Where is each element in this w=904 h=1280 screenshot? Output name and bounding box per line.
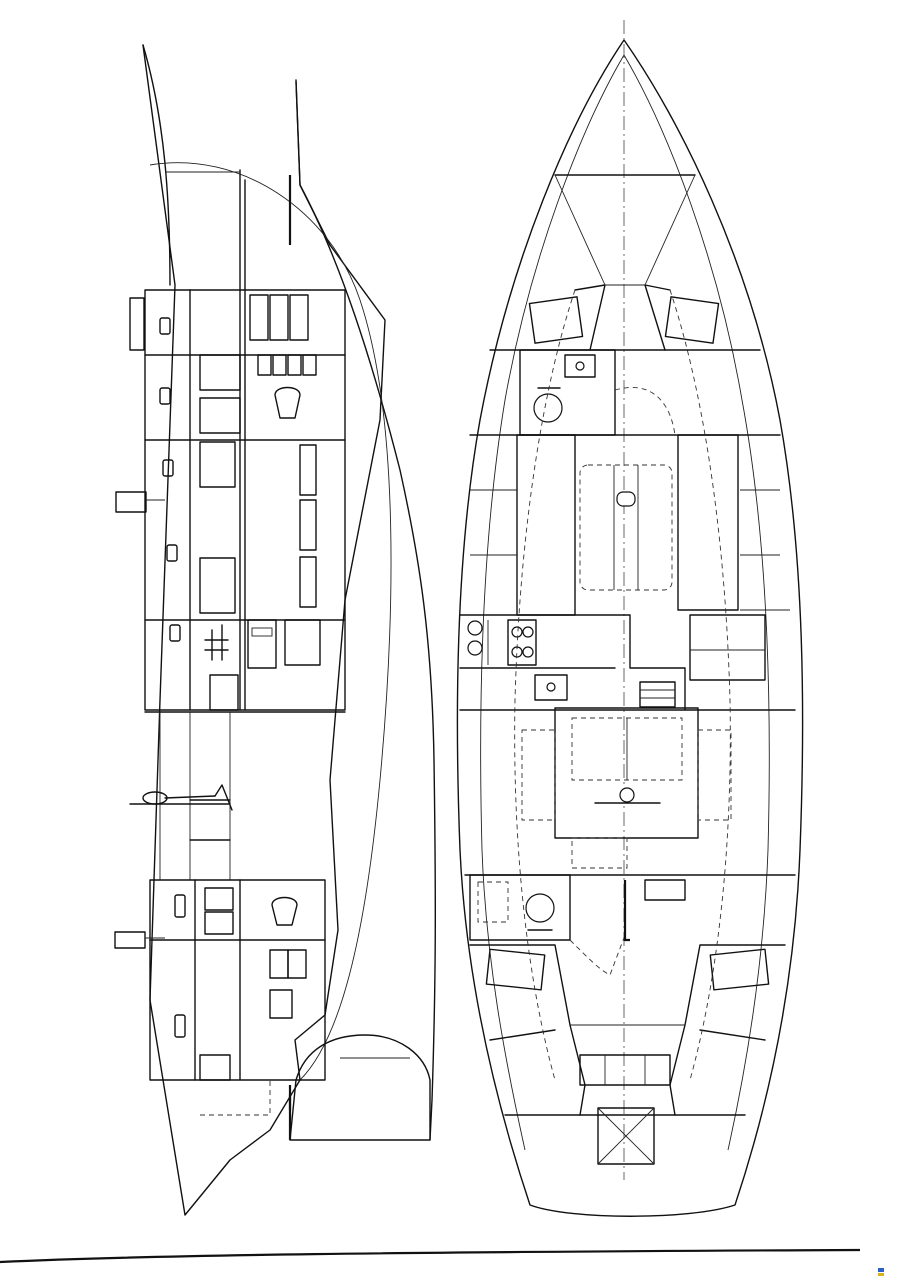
plan-nav-seat [689,614,766,681]
plan-aft-cushion-port [485,948,546,991]
plan-wheel-pedestal [619,787,635,803]
plan-fwd-head [519,349,616,436]
plan-view [456,20,804,1217]
profile-aft-lockers [199,887,307,1081]
plan-saloon-settee-port [516,434,576,616]
plan-hull-outline [456,39,804,1217]
profile-galley-stove [247,619,277,669]
plan-galley-stove [507,619,537,666]
profile-hull-outline [142,44,386,1216]
plan-fwd-cushion-port [528,296,584,344]
plan-cockpit-well [554,707,699,839]
profile-aft-cabin [149,879,326,1081]
profile-portlights [159,317,186,1038]
profile-head-basin [274,386,301,419]
profile-sheer-curve [295,79,437,1141]
sheet-bottom-rule [0,1248,861,1264]
plan-waterline-contour [514,289,731,1081]
plan-galley-basin [534,674,568,701]
plan-aft-companion [579,1054,671,1086]
plan-fwd-toilet [533,393,563,423]
plan-fwd-door-swing [614,386,676,436]
plan-saloon-settee-stbd [677,434,739,611]
profile-mast-section-lower [114,931,146,949]
profile-aft-counter [200,1080,271,1116]
plan-companionway-steps [639,681,676,708]
plan-aft-cushion-stbd [709,948,770,991]
profile-galley-utensils [204,624,229,661]
plan-aft-locker [644,879,686,901]
plan-deck-edge [480,54,625,1151]
plan-fwd-cushion-stbd [664,296,720,344]
plan-v-berth [574,284,671,351]
profile-mast-section-upper [115,491,147,513]
profile-rudder [289,1034,431,1141]
profile-bottom-arc [149,162,392,1081]
plan-aft-head [469,874,571,941]
corner-mark [878,1268,884,1272]
profile-aft-head-basin [271,896,298,926]
plan-lazarette-hatch [597,1107,655,1165]
plan-saloon-table [579,464,673,591]
profile-view [114,44,437,1216]
profile-forward-hatch [129,297,145,351]
plan-aft-door-swing [569,934,626,976]
profile-stem-line [142,44,171,286]
plan-mast-step [616,491,636,507]
plan-fwd-basin [564,354,596,378]
plan-aft-basin [477,881,509,923]
profile-lockers-forward [199,294,321,711]
plan-aft-toilet [525,893,555,923]
plan-galley-sinks [467,620,489,665]
profile-steering-pedestal [129,784,233,811]
plan-galley-counter [459,614,686,711]
